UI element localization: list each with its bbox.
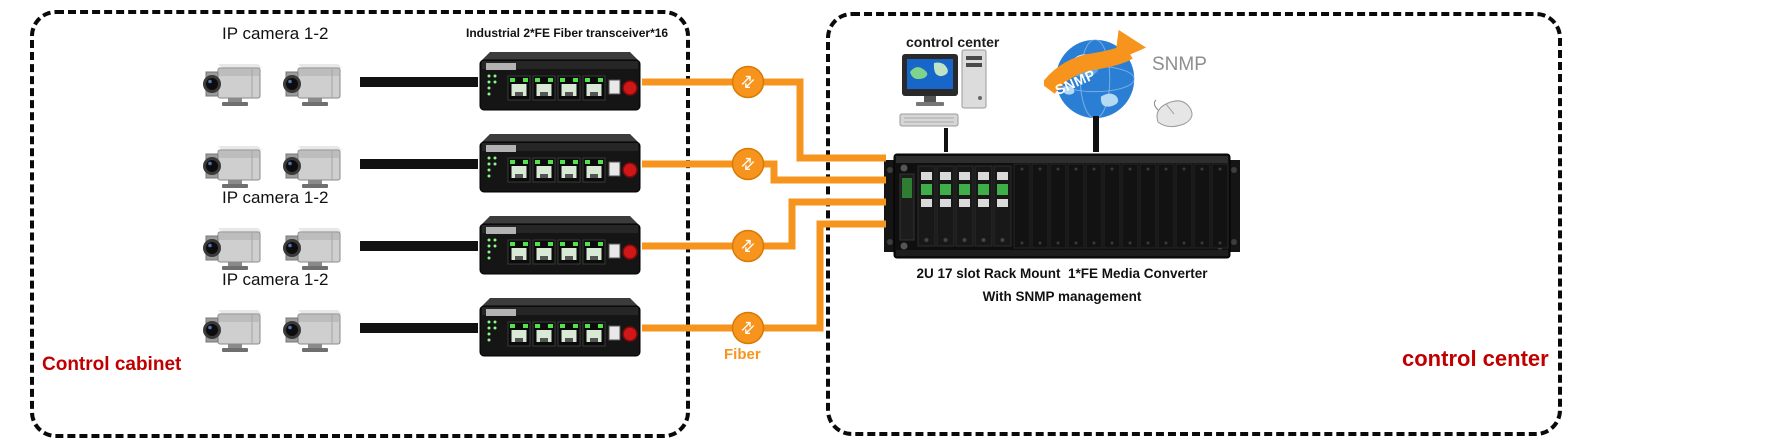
- control-center-label: control center: [1402, 346, 1549, 371]
- fiber-switch-icon: [476, 48, 644, 116]
- snmp-side-label: SNMP: [1152, 54, 1207, 75]
- snmp-globe-icon: [1044, 24, 1152, 126]
- fiber-node-icon: [731, 229, 765, 263]
- ip-camera-icon: [202, 302, 266, 354]
- fiber-node-icon: [731, 311, 765, 345]
- fiber-switch-icon: [476, 130, 644, 198]
- rack-caption-line2: With SNMP management: [982, 289, 1142, 304]
- fiber-label: Fiber: [724, 346, 761, 363]
- ip-camera-icon: [202, 56, 266, 108]
- ip-camera-icon: [202, 138, 266, 190]
- ip-camera-icon: [202, 220, 266, 272]
- camera-group: [0, 130, 700, 200]
- camera-group-label: IP camera 1-2: [222, 270, 329, 289]
- ip-camera-icon: [282, 302, 346, 354]
- rack-converter-icon: [884, 150, 1240, 262]
- ip-camera-icon: [282, 220, 346, 272]
- ip-camera-icon: [282, 138, 346, 190]
- camera-group-label: IP camera 1-2: [222, 188, 329, 207]
- camera-group: IP camera 1-2: [0, 188, 700, 282]
- mouse-icon: [1152, 98, 1196, 130]
- camera-group: IP camera 1-2: [0, 24, 700, 118]
- camera-group: IP camera 1-2: [0, 270, 700, 364]
- transceiver-column-label: Industrial 2*FE Fiber transceiver*16: [466, 26, 669, 40]
- fiber-node-icon: [731, 147, 765, 181]
- control-cabinet-label: Control cabinet: [42, 354, 182, 375]
- fiber-node-icon: [731, 65, 765, 99]
- camera-group-label: IP camera 1-2: [222, 24, 329, 43]
- ip-camera-icon: [282, 56, 346, 108]
- fiber-switch-icon: [476, 294, 644, 362]
- fiber-switch-icon: [476, 212, 644, 280]
- rack-caption-line1: 2U 17 slot Rack Mount 1*FE Media Convert…: [916, 266, 1208, 281]
- control-center-caption: control center: [906, 34, 1000, 50]
- control-pc-icon: [898, 48, 998, 132]
